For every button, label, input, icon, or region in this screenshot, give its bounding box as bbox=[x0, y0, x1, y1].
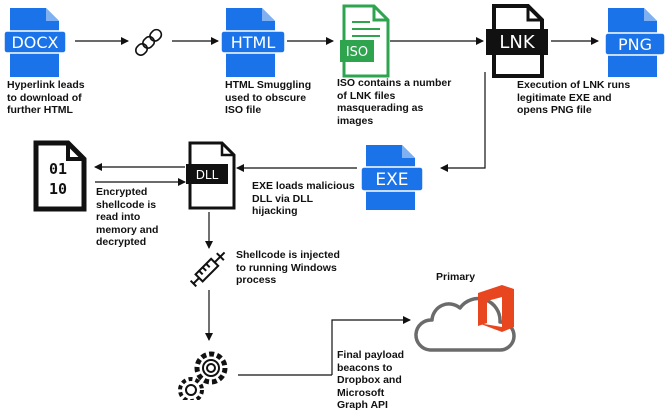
binary-icon-text-bottom: 10 bbox=[49, 180, 67, 198]
docx-file-icon: DOCX bbox=[3, 8, 67, 77]
png-file-icon: PNG bbox=[604, 8, 666, 77]
office-logo-icon bbox=[478, 285, 514, 332]
chain-link-icon bbox=[135, 28, 163, 56]
label-dll: Encrypted shellcode is read into memory … bbox=[96, 186, 159, 248]
lnk-file-icon: LNK bbox=[486, 4, 548, 78]
label-iso: ISO contains a number of LNK files masqu… bbox=[337, 77, 452, 127]
label-lnk: Execution of LNK runs legitimate EXE and… bbox=[517, 79, 631, 116]
html-icon-text: HTML bbox=[231, 33, 276, 52]
arrow-lnk-to-exe bbox=[440, 72, 486, 172]
exe-file-icon: EXE bbox=[360, 145, 424, 210]
iso-icon-text: ISO bbox=[346, 45, 368, 60]
label-html: HTML Smuggling used to obscure ISO file bbox=[225, 79, 312, 116]
label-syringe: Shellcode is injected to running Windows… bbox=[236, 249, 340, 286]
label-primary: Primary bbox=[436, 271, 476, 283]
connectors bbox=[75, 37, 599, 376]
label-exe: EXE loads malicious DLL via DLL hijackin… bbox=[252, 180, 355, 217]
binary-icon-text-top: 01 bbox=[49, 160, 67, 178]
iso-file-icon: ISO bbox=[340, 4, 390, 78]
arrow-payload-to-cloud bbox=[331, 316, 411, 375]
gears-icon bbox=[178, 351, 228, 400]
attack-flow-diagram: DOCX HTML ISO LNK PNG bbox=[3, 4, 666, 400]
lnk-icon-text: LNK bbox=[499, 32, 535, 53]
dll-file-icon: DLL bbox=[186, 141, 236, 210]
syringe-icon bbox=[189, 251, 226, 288]
html-file-icon: HTML bbox=[220, 8, 286, 77]
exe-icon-text: EXE bbox=[375, 170, 408, 190]
label-docx: Hyperlink leads to download of further H… bbox=[7, 79, 85, 116]
label-final-payload: Final payload beacons to Dropbox and Mic… bbox=[337, 349, 405, 411]
png-icon-text: PNG bbox=[618, 35, 652, 54]
docx-icon-text: DOCX bbox=[11, 33, 58, 52]
cloud-icon bbox=[414, 296, 516, 352]
dll-icon-text: DLL bbox=[196, 168, 219, 182]
binary-file-icon: 01 10 bbox=[33, 140, 87, 212]
